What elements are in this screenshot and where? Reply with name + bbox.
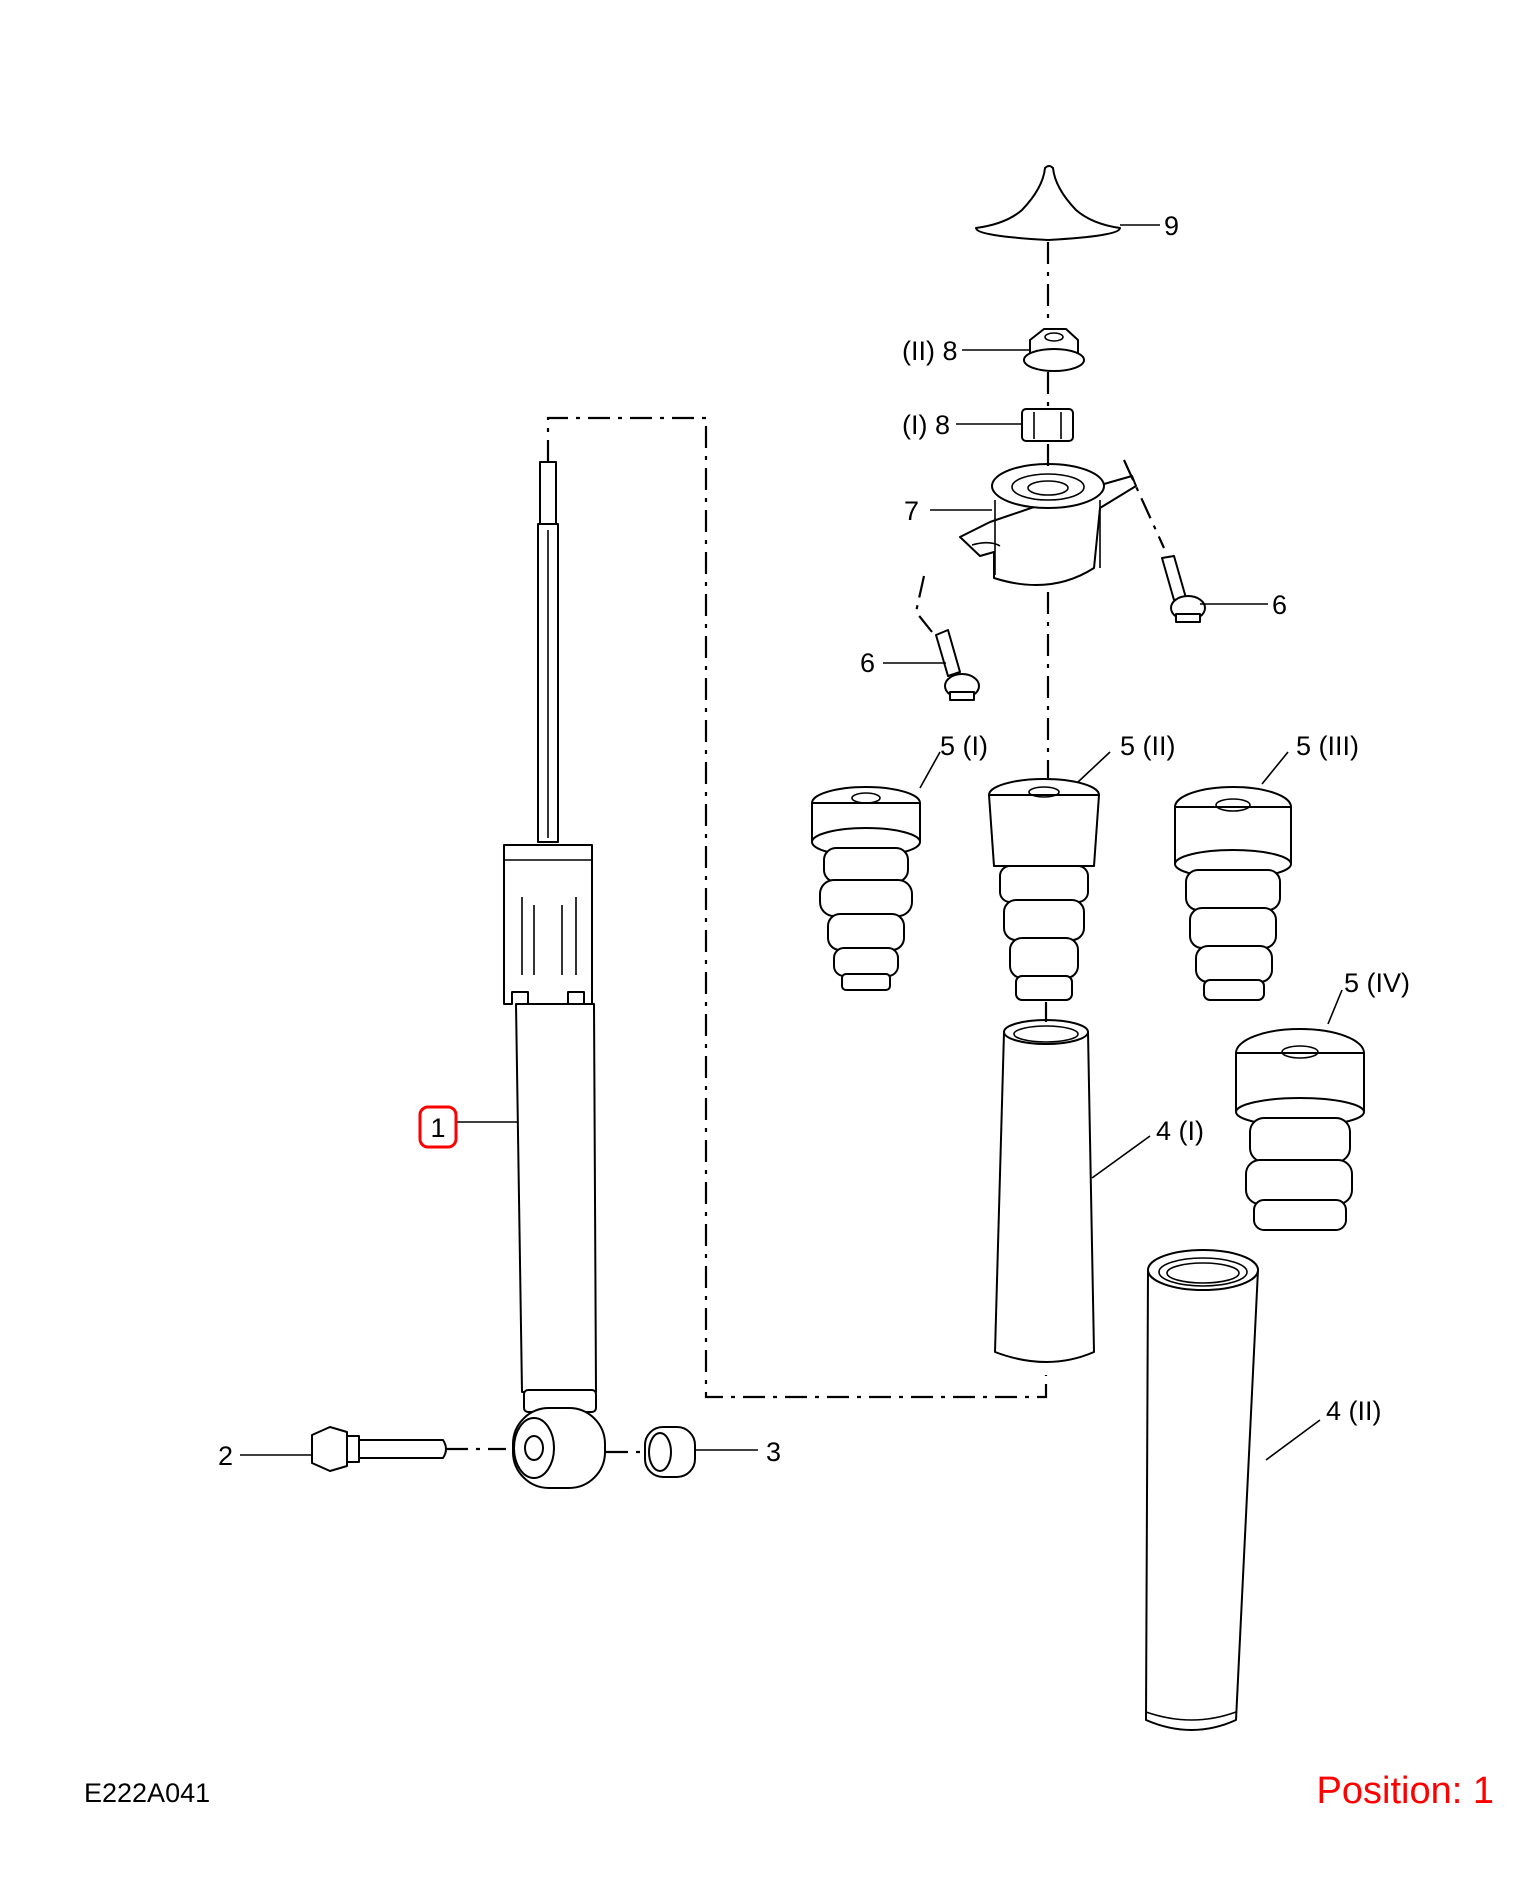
callout-6-left: 6 xyxy=(860,648,875,678)
flange-nut-ii[interactable] xyxy=(1023,328,1085,372)
callout-3: 3 xyxy=(766,1437,781,1467)
callout-7: 7 xyxy=(904,496,919,526)
diagram-code: E222A041 xyxy=(84,1778,211,1808)
callout-1: 1 xyxy=(430,1113,445,1143)
bolt[interactable] xyxy=(311,1426,447,1472)
nut[interactable] xyxy=(644,1426,696,1478)
assembly-axis-lines xyxy=(446,242,1166,1454)
nut-i[interactable] xyxy=(1021,408,1074,442)
callout-5-ii: 5 (II) xyxy=(1120,731,1176,761)
callout-5-iv: 5 (IV) xyxy=(1344,968,1410,998)
mount-bolt-left[interactable] xyxy=(935,629,980,701)
bump-stop-iv[interactable] xyxy=(1235,1028,1365,1231)
leader-lines xyxy=(240,224,1343,1461)
callout-labels: 1 2 3 4 (I) 4 (II) 5 (I) 5 (II) 5 (III) … xyxy=(218,211,1410,1471)
callout-4-i: 4 (I) xyxy=(1156,1116,1204,1146)
callout-6-right: 6 xyxy=(1272,590,1287,620)
callout-5-i: 5 (I) xyxy=(940,731,988,761)
callout-9: 9 xyxy=(1164,211,1179,241)
callout-8-ii: (II) 8 xyxy=(902,336,958,366)
highlight-box xyxy=(418,1105,458,1149)
callout-8-i: (I) 8 xyxy=(902,410,950,440)
bump-stop-iii[interactable] xyxy=(1174,786,1292,1001)
bump-stop-ii[interactable] xyxy=(988,778,1100,1001)
callout-4-ii: 4 (II) xyxy=(1326,1396,1382,1426)
callout-2: 2 xyxy=(218,1441,233,1471)
bump-stop-i[interactable] xyxy=(811,786,921,991)
callout-5-iii: 5 (III) xyxy=(1296,731,1359,761)
dust-boot-i[interactable] xyxy=(994,1019,1095,1363)
protective-cap[interactable] xyxy=(975,165,1121,241)
dust-boot-ii[interactable] xyxy=(1145,1249,1259,1731)
mount-bolt-right[interactable] xyxy=(1161,555,1206,623)
position-label: Position: 1 xyxy=(1316,1770,1494,1812)
top-mount[interactable] xyxy=(959,463,1137,587)
shock-absorber[interactable] xyxy=(503,461,606,1489)
